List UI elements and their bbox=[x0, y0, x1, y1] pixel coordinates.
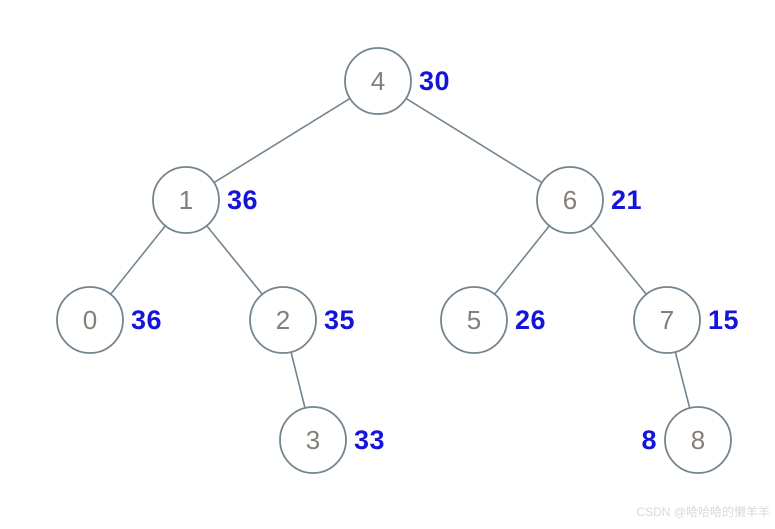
tree-node-value: 0 bbox=[83, 305, 97, 335]
tree-node-annotation: 35 bbox=[324, 305, 355, 335]
tree-edge bbox=[206, 225, 263, 295]
watermark: CSDN @哈哈哈的懒羊羊 bbox=[636, 505, 770, 519]
tree-node-annotation: 15 bbox=[708, 305, 739, 335]
tree-edge bbox=[109, 225, 167, 295]
tree-node-value: 4 bbox=[371, 66, 385, 96]
tree-edge bbox=[290, 351, 306, 409]
tree-node-circle bbox=[440, 286, 508, 354]
tree-node-circle bbox=[344, 47, 412, 115]
tree-edge bbox=[213, 97, 351, 184]
tree-node-annotation: 26 bbox=[515, 305, 546, 335]
tree-node-circle bbox=[279, 406, 347, 474]
tree-node-annotation: 36 bbox=[227, 185, 258, 215]
tree-node-circle bbox=[664, 406, 732, 474]
tree-node-value: 1 bbox=[179, 185, 193, 215]
tree-node-value: 3 bbox=[306, 425, 320, 455]
tree-node-annotation: 30 bbox=[419, 66, 450, 96]
tree-node-circle bbox=[633, 286, 701, 354]
tree-edge bbox=[493, 225, 551, 295]
tree-edge bbox=[405, 97, 543, 184]
tree-node-value: 5 bbox=[467, 305, 481, 335]
tree-node-annotation: 21 bbox=[611, 185, 642, 215]
tree-edge bbox=[590, 225, 647, 295]
tree-node-value: 7 bbox=[660, 305, 674, 335]
tree-node-annotation: 8 bbox=[641, 425, 657, 455]
tree-node-circle bbox=[249, 286, 317, 354]
tree-node-value: 2 bbox=[276, 305, 290, 335]
tree-node-annotation: 36 bbox=[131, 305, 162, 335]
tree-node-circle bbox=[536, 166, 604, 234]
tree-node-value: 8 bbox=[691, 425, 705, 455]
tree-node-value: 6 bbox=[563, 185, 577, 215]
tree-edge bbox=[674, 351, 691, 409]
tree-node-annotation: 33 bbox=[354, 425, 385, 455]
tree-node-circle bbox=[56, 286, 124, 354]
tree-node-circle bbox=[152, 166, 220, 234]
